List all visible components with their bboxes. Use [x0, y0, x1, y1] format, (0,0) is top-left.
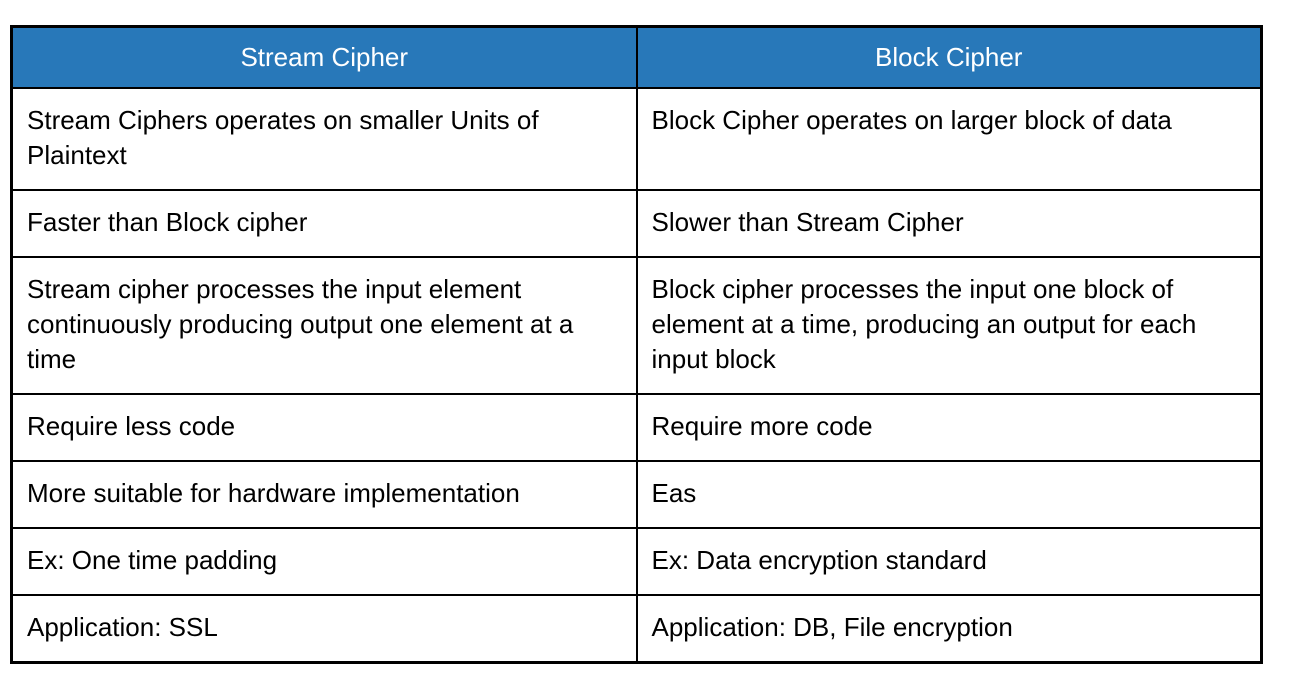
table-row: Ex: One time padding Ex: Data encryption…	[10, 527, 1263, 596]
cell-block-units: Block Cipher operates on larger block of…	[635, 87, 1263, 191]
cell-stream-code: Require less code	[10, 393, 638, 462]
cell-block-code: Require more code	[635, 393, 1263, 462]
cell-block-speed: Slower than Stream Cipher	[635, 189, 1263, 258]
header-cell-block-cipher: Block Cipher	[635, 25, 1263, 89]
table-header-row: Stream Cipher Block Cipher	[10, 25, 1263, 89]
table-body: Stream Ciphers operates on smaller Units…	[10, 87, 1263, 664]
cell-stream-processing: Stream cipher processes the input elemen…	[10, 256, 638, 395]
cell-block-processing: Block cipher processes the input one blo…	[635, 256, 1263, 395]
cell-stream-example: Ex: One time padding	[10, 527, 638, 596]
table-row: Stream Ciphers operates on smaller Units…	[10, 87, 1263, 191]
cell-stream-units: Stream Ciphers operates on smaller Units…	[10, 87, 638, 191]
cell-stream-application: Application: SSL	[10, 594, 638, 664]
table-row: Require less code Require more code	[10, 393, 1263, 462]
cell-block-application: Application: DB, File encryption	[635, 594, 1263, 664]
cipher-comparison-table: Stream Cipher Block Cipher Stream Cipher…	[10, 25, 1263, 664]
table-row: Faster than Block cipher Slower than Str…	[10, 189, 1263, 258]
cell-stream-speed: Faster than Block cipher	[10, 189, 638, 258]
table-row: Stream cipher processes the input elemen…	[10, 256, 1263, 395]
cipher-comparison-table-wrapper: Stream Cipher Block Cipher Stream Cipher…	[10, 25, 1263, 664]
header-cell-stream-cipher: Stream Cipher	[10, 25, 638, 89]
table-row: More suitable for hardware implementatio…	[10, 460, 1263, 529]
table-row: Stream Cipher Block Cipher	[10, 25, 1263, 89]
cell-block-hardware: Eas	[635, 460, 1263, 529]
cell-stream-hardware: More suitable for hardware implementatio…	[10, 460, 638, 529]
table-row: Application: SSL Application: DB, File e…	[10, 594, 1263, 664]
cell-block-example: Ex: Data encryption standard	[635, 527, 1263, 596]
